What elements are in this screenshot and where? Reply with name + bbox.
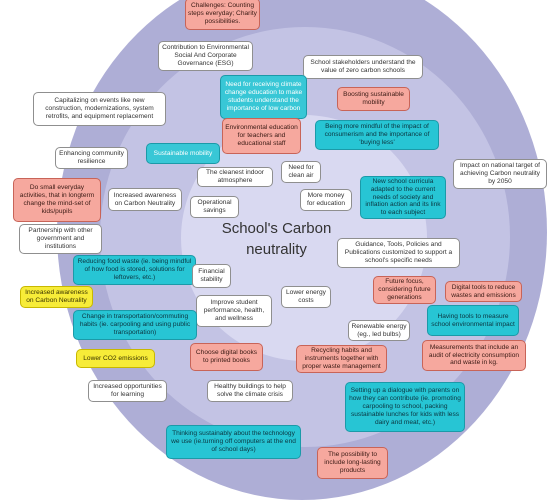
- note-new-curricula[interactable]: New school curricula adapted to the curr…: [360, 176, 446, 219]
- note-future-focus[interactable]: Future focus, considering future generat…: [373, 276, 436, 304]
- note-clean-air-need[interactable]: Need for clean air: [281, 161, 321, 183]
- note-boosting-mobility[interactable]: Boosting sustainable mobility: [337, 87, 410, 111]
- note-dialogue-parents[interactable]: Setting up a dialogue with parents on ho…: [345, 382, 465, 432]
- note-tools-measure[interactable]: Having tools to measure school environme…: [427, 305, 519, 336]
- note-capitalizing-events[interactable]: Capitalizing on events like new construc…: [33, 92, 166, 126]
- note-measurements-audit[interactable]: Measurements that include an audit of el…: [422, 340, 526, 371]
- note-partnership[interactable]: Partnership with other government and in…: [19, 224, 102, 254]
- note-renewable-energy[interactable]: Renewable energy (eg., led bulbs): [348, 320, 410, 341]
- note-digital-tools[interactable]: Digital tools to reduce wastes and emiss…: [445, 281, 522, 302]
- note-choose-digital-books[interactable]: Choose digital books to printed books: [190, 343, 263, 371]
- note-contribution-esg[interactable]: Contribution to Environmental Social And…: [158, 41, 253, 71]
- note-long-lasting-products[interactable]: The possibility to include long-lasting …: [317, 447, 388, 479]
- note-lower-co2[interactable]: Lower CO2 emissions: [76, 349, 155, 368]
- note-impact-national-target[interactable]: Impact on national target of achieving C…: [453, 159, 547, 189]
- note-sustainable-mobility[interactable]: Sustainable mobility: [146, 143, 220, 164]
- note-improve-performance[interactable]: Improve student performance, health, and…: [196, 295, 272, 327]
- note-recycling-habits[interactable]: Recycling habits and instruments togethe…: [296, 345, 387, 373]
- note-challenges[interactable]: Challenges: Counting steps everyday; Cha…: [185, 0, 260, 30]
- note-change-transport[interactable]: Change in transportation/commuting habit…: [73, 310, 197, 340]
- note-environmental-education[interactable]: Environmental education for teachers and…: [222, 118, 301, 154]
- note-cleanest-air[interactable]: The cleanest indoor atmosphere: [197, 167, 273, 187]
- note-lower-energy-costs[interactable]: Lower energy costs: [281, 286, 331, 308]
- note-need-climate-education[interactable]: Need for receiving climate change educat…: [220, 75, 307, 119]
- note-increased-opportunities[interactable]: Increased opportunities for learning: [88, 380, 167, 402]
- diagram-title: School's Carbon neutrality: [221, 220, 332, 258]
- note-small-activities[interactable]: Do small everyday activities, that in lo…: [13, 178, 101, 222]
- note-healthy-buildings[interactable]: Healthy buildings to help solve the clim…: [207, 380, 293, 402]
- note-operational-savings[interactable]: Operational savings: [190, 196, 239, 218]
- note-community-resilience[interactable]: Enhancing community resilience: [55, 147, 128, 169]
- note-thinking-sustainably[interactable]: Thinking sustainably about the technolog…: [166, 425, 301, 459]
- note-awareness-neutrality[interactable]: Increased awareness on Carbon Neutrality: [108, 188, 182, 211]
- note-more-money[interactable]: More money for education: [300, 189, 352, 211]
- note-guidance-tools[interactable]: Guidance, Tools, Policies and Publicatio…: [337, 238, 460, 268]
- note-financial-stability[interactable]: Financial stability: [192, 264, 231, 288]
- note-reducing-food-waste[interactable]: Reducing food waste (ie. being mindful o…: [73, 255, 196, 285]
- note-mindful-consumerism[interactable]: Being more mindful of the impact of cons…: [315, 120, 439, 150]
- note-increased-awareness-yellow[interactable]: Increased awareness on Carbon Neutrality: [20, 286, 93, 308]
- note-stakeholders-understand[interactable]: School stakeholders understand the value…: [303, 55, 423, 79]
